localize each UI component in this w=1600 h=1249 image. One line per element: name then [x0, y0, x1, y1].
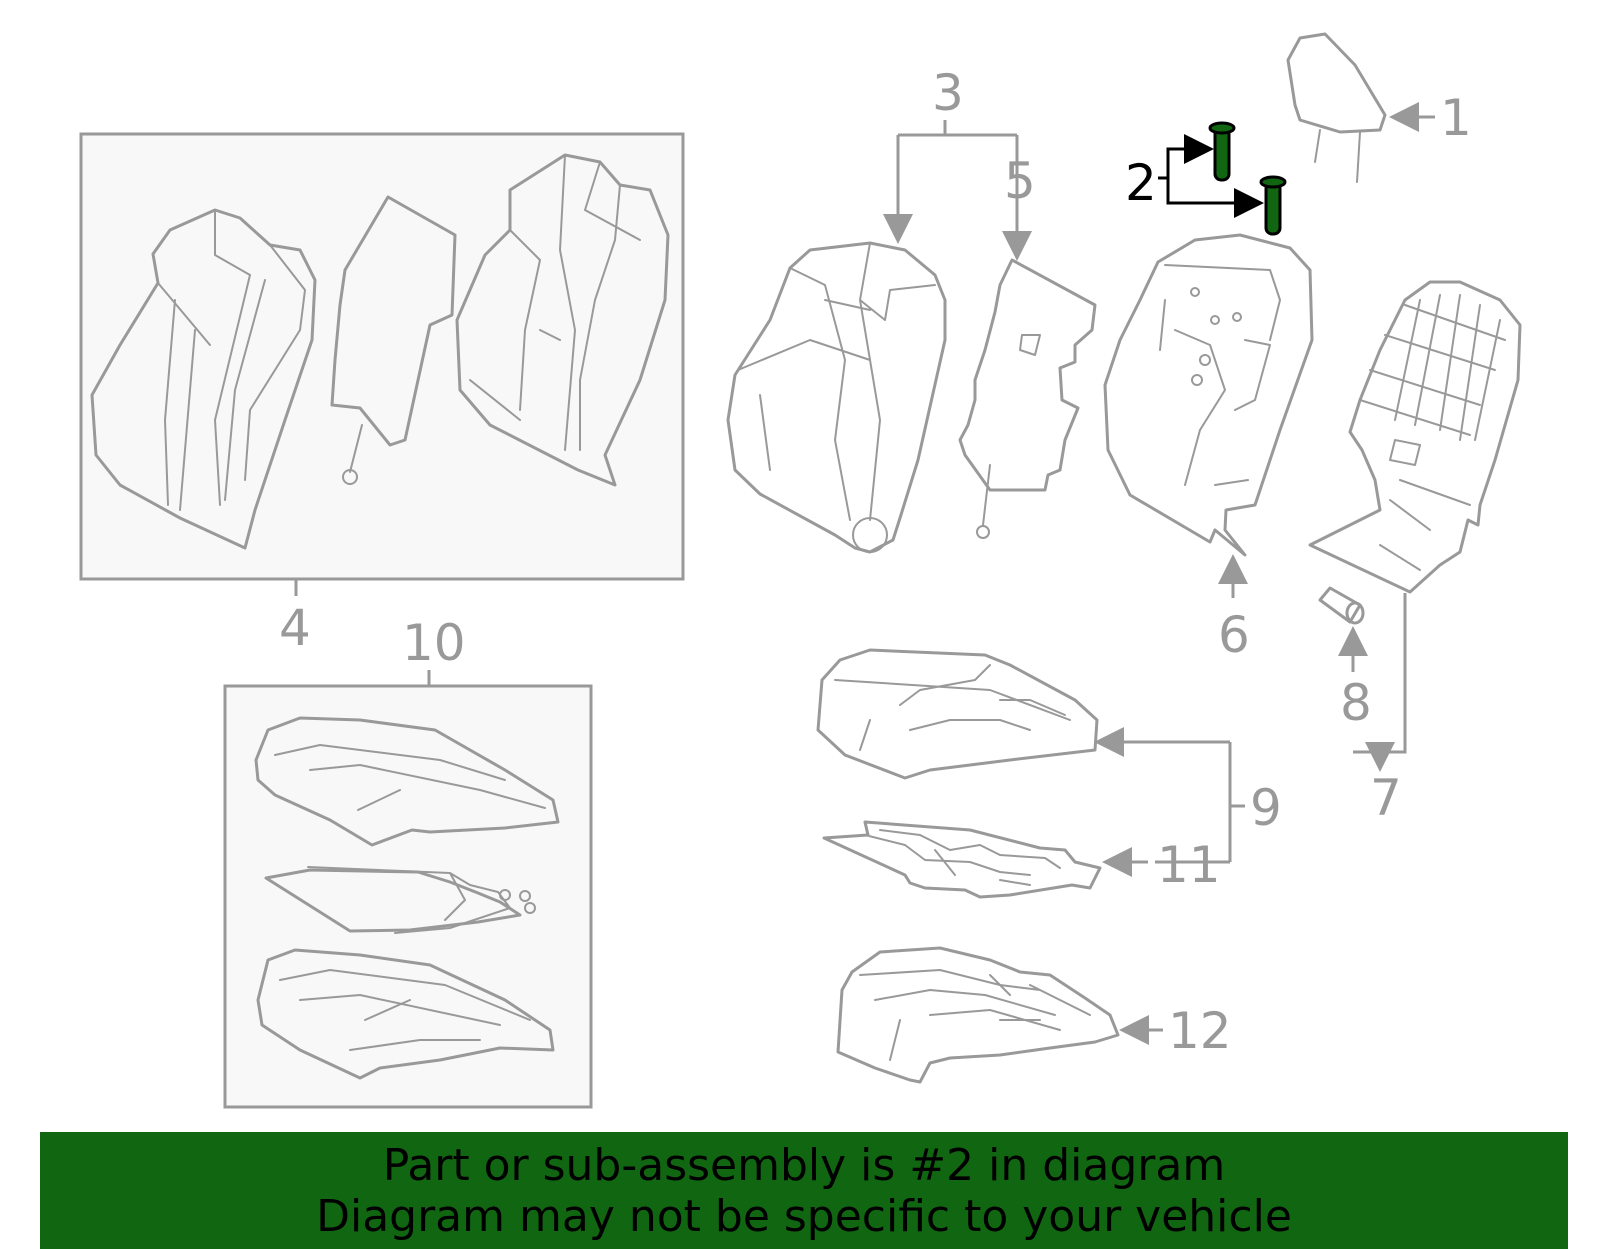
label-11: 11 [1157, 836, 1221, 894]
label-4: 4 [279, 599, 311, 657]
part-9-label: 9 [1100, 742, 1282, 862]
part-11-label: 11 [1108, 836, 1230, 894]
part-2-label: 2 [1125, 134, 1264, 218]
label-8: 8 [1340, 674, 1372, 732]
part-8-label: 8 [1338, 626, 1372, 732]
part-10-label: 10 [402, 614, 466, 686]
label-1: 1 [1440, 89, 1472, 147]
label-12: 12 [1168, 1002, 1232, 1060]
part-3-back-cover[interactable] [726, 241, 947, 554]
info-banner: Part or sub-assembly is #2 in diagram Di… [40, 1132, 1568, 1249]
part-8-cylinder[interactable] [1318, 586, 1365, 625]
part-5-label: 5 [1002, 135, 1036, 261]
label-10: 10 [402, 614, 466, 672]
part-5-heater[interactable] [958, 258, 1097, 539]
label-3: 3 [932, 64, 964, 122]
label-6: 6 [1218, 606, 1250, 664]
part-7-label: 7 [1353, 593, 1405, 827]
part-6-back-pad[interactable] [1103, 233, 1314, 557]
label-5: 5 [1004, 152, 1036, 210]
part-7-frame[interactable] [1308, 280, 1522, 594]
label-7: 7 [1370, 769, 1402, 827]
part-2-headrest-guides[interactable] [1208, 121, 1287, 236]
part-11-heater-mat[interactable] [822, 820, 1102, 899]
label-9: 9 [1250, 779, 1282, 837]
part-12-cushion-pad[interactable] [836, 946, 1120, 1084]
part-10-assembly-box[interactable] [223, 684, 593, 1109]
part-9-cushion-cover[interactable] [816, 648, 1099, 780]
part-6-label: 6 [1218, 554, 1250, 664]
part-12-label: 12 [1119, 1002, 1232, 1060]
part-4-label: 4 [279, 580, 311, 657]
part-4-assembly-box[interactable] [79, 132, 685, 581]
banner-line-2: Diagram may not be specific to your vehi… [316, 1191, 1292, 1242]
part-1-headrest[interactable] [1286, 32, 1387, 183]
part-3-label: 3 [898, 64, 1017, 238]
banner-line-1: Part or sub-assembly is #2 in diagram [382, 1140, 1226, 1191]
part-1-label: 1 [1389, 89, 1472, 147]
label-2: 2 [1125, 154, 1157, 212]
